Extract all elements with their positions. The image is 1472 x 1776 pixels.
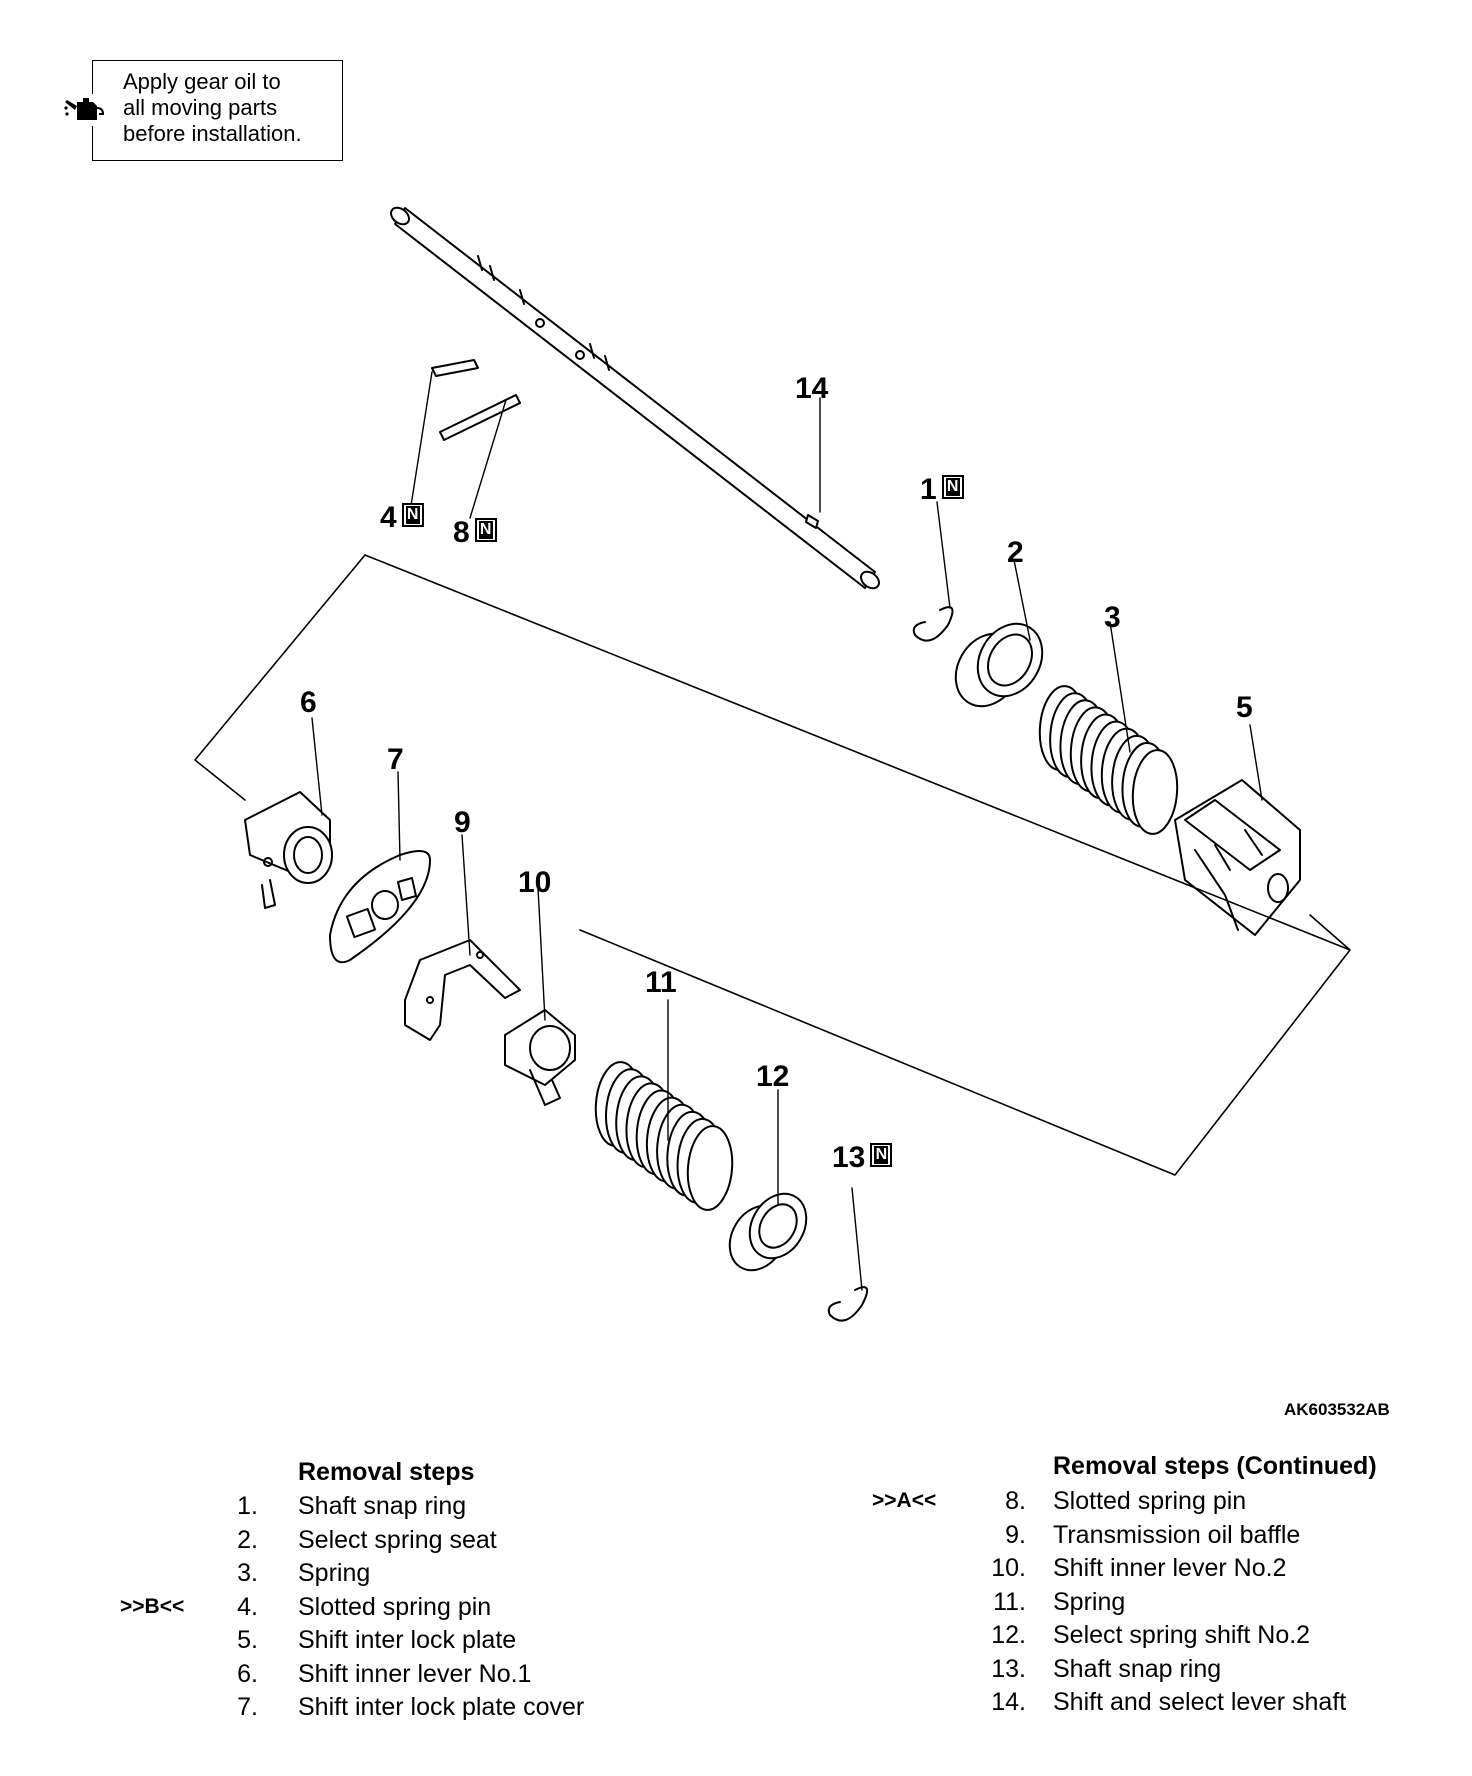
spring-pin-part-8 [439, 394, 521, 441]
new-part-badge: N [474, 518, 497, 542]
step-text: Shaft snap ring [298, 1492, 467, 1520]
step-number: 3. [237, 1559, 258, 1587]
step-text: Shift inner lever No.1 [298, 1659, 532, 1688]
oil-can-icon [63, 94, 111, 126]
spring-part-11 [594, 1061, 734, 1211]
removal-steps-heading: Removal steps [298, 1458, 475, 1486]
callout-12: 12 [756, 1060, 790, 1093]
reference-code: AK603532AB [1284, 1400, 1390, 1419]
step-text: Slotted spring pin [298, 1592, 492, 1621]
step-number: 1. [237, 1492, 258, 1520]
callout-2: 2 [1007, 536, 1024, 569]
spring-seat-part-2 [954, 622, 1044, 708]
new-part-badge: N [401, 503, 424, 527]
step-number: 10. [991, 1554, 1026, 1582]
step-number: 5. [237, 1626, 258, 1654]
snap-ring-part-13 [827, 1286, 869, 1322]
new-part-badge: N [870, 1143, 893, 1167]
callout-11: 11 [645, 966, 677, 999]
spring-pin-part-4 [431, 359, 479, 377]
note-text: Apply gear oil to all moving parts befor… [123, 69, 302, 147]
spring-coil [686, 1125, 734, 1211]
note-line-2: all moving parts [123, 95, 278, 120]
oil-baffle-part-9 [404, 939, 521, 1041]
spring-shift-part-12 [728, 1192, 808, 1272]
leader-lines [311, 371, 1263, 1291]
interlock-cover-part-7 [329, 850, 431, 964]
step-text: Spring [1053, 1587, 1126, 1616]
step-number: 7. [237, 1693, 258, 1721]
step-text: Slotted spring pin [1053, 1487, 1247, 1515]
step-text: Shift inner lever No.2 [1053, 1554, 1287, 1582]
step-text: Shift inter lock plate [298, 1626, 517, 1654]
step-text: Shift inter lock plate cover [298, 1693, 585, 1721]
callout-7: 7 [387, 743, 404, 776]
step-number: 2. [237, 1525, 258, 1554]
callout-6: 6 [300, 686, 317, 719]
step-text: Shift and select lever shaft [1053, 1688, 1347, 1716]
step-number: 12. [991, 1621, 1026, 1649]
callout-9: 9 [454, 806, 471, 839]
callout-14: 14 [795, 372, 829, 405]
assembly-outline [194, 554, 1351, 1176]
callout-5: 5 [1236, 691, 1253, 724]
step-number: 4. [237, 1592, 258, 1621]
exploded-view-diagram [194, 206, 1351, 1322]
step-number: 14. [991, 1688, 1026, 1716]
step-text: Shaft snap ring [1053, 1654, 1222, 1683]
note-line-3: before installation. [123, 121, 302, 146]
step-number: 9. [1005, 1520, 1026, 1549]
procedure-mark: >>B<< [120, 1594, 185, 1618]
spring-coil [1131, 749, 1179, 835]
step-number: 13. [991, 1654, 1026, 1683]
callout-10: 10 [518, 866, 552, 899]
step-text: Select spring seat [298, 1525, 497, 1554]
callout-3: 3 [1104, 601, 1121, 634]
interlock-plate-part-5 [1174, 779, 1301, 936]
removal-steps-continued-heading: Removal steps (Continued) [1053, 1452, 1377, 1480]
procedure-mark: >>A<< [872, 1489, 937, 1512]
step-text: Transmission oil baffle [1053, 1520, 1301, 1549]
shaft-part-14 [390, 206, 880, 590]
step-number: 6. [237, 1659, 258, 1688]
new-part-badge: N [941, 475, 964, 499]
spring-part-3 [1038, 685, 1179, 835]
note-box: Apply gear oil to all moving parts befor… [92, 60, 343, 161]
inner-lever-part-6 [244, 791, 333, 909]
step-text: Select spring shift No.2 [1053, 1621, 1311, 1649]
snap-ring-part-1 [912, 606, 954, 642]
step-number: 11. [993, 1587, 1026, 1616]
inner-lever-part-10 [504, 1009, 576, 1106]
note-line-1: Apply gear oil to [123, 69, 281, 94]
step-number: 8. [1005, 1487, 1026, 1515]
step-text: Spring [298, 1559, 371, 1587]
